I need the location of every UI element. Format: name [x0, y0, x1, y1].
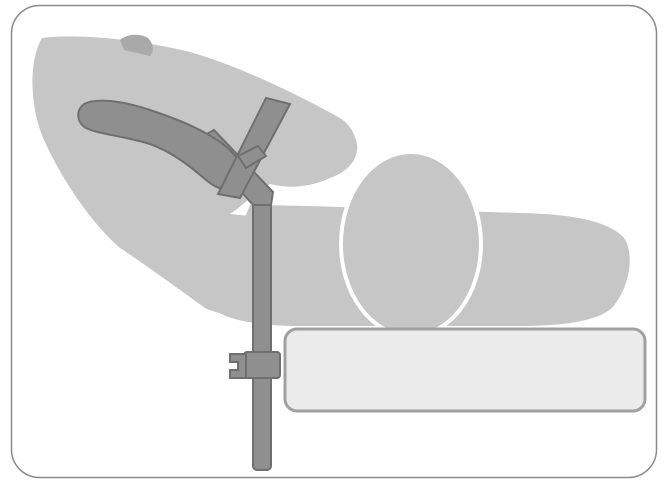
- patient-head: [341, 152, 481, 336]
- pillow: [285, 329, 645, 411]
- support-pole-icon: [253, 195, 271, 470]
- clamp-icon: [230, 352, 280, 378]
